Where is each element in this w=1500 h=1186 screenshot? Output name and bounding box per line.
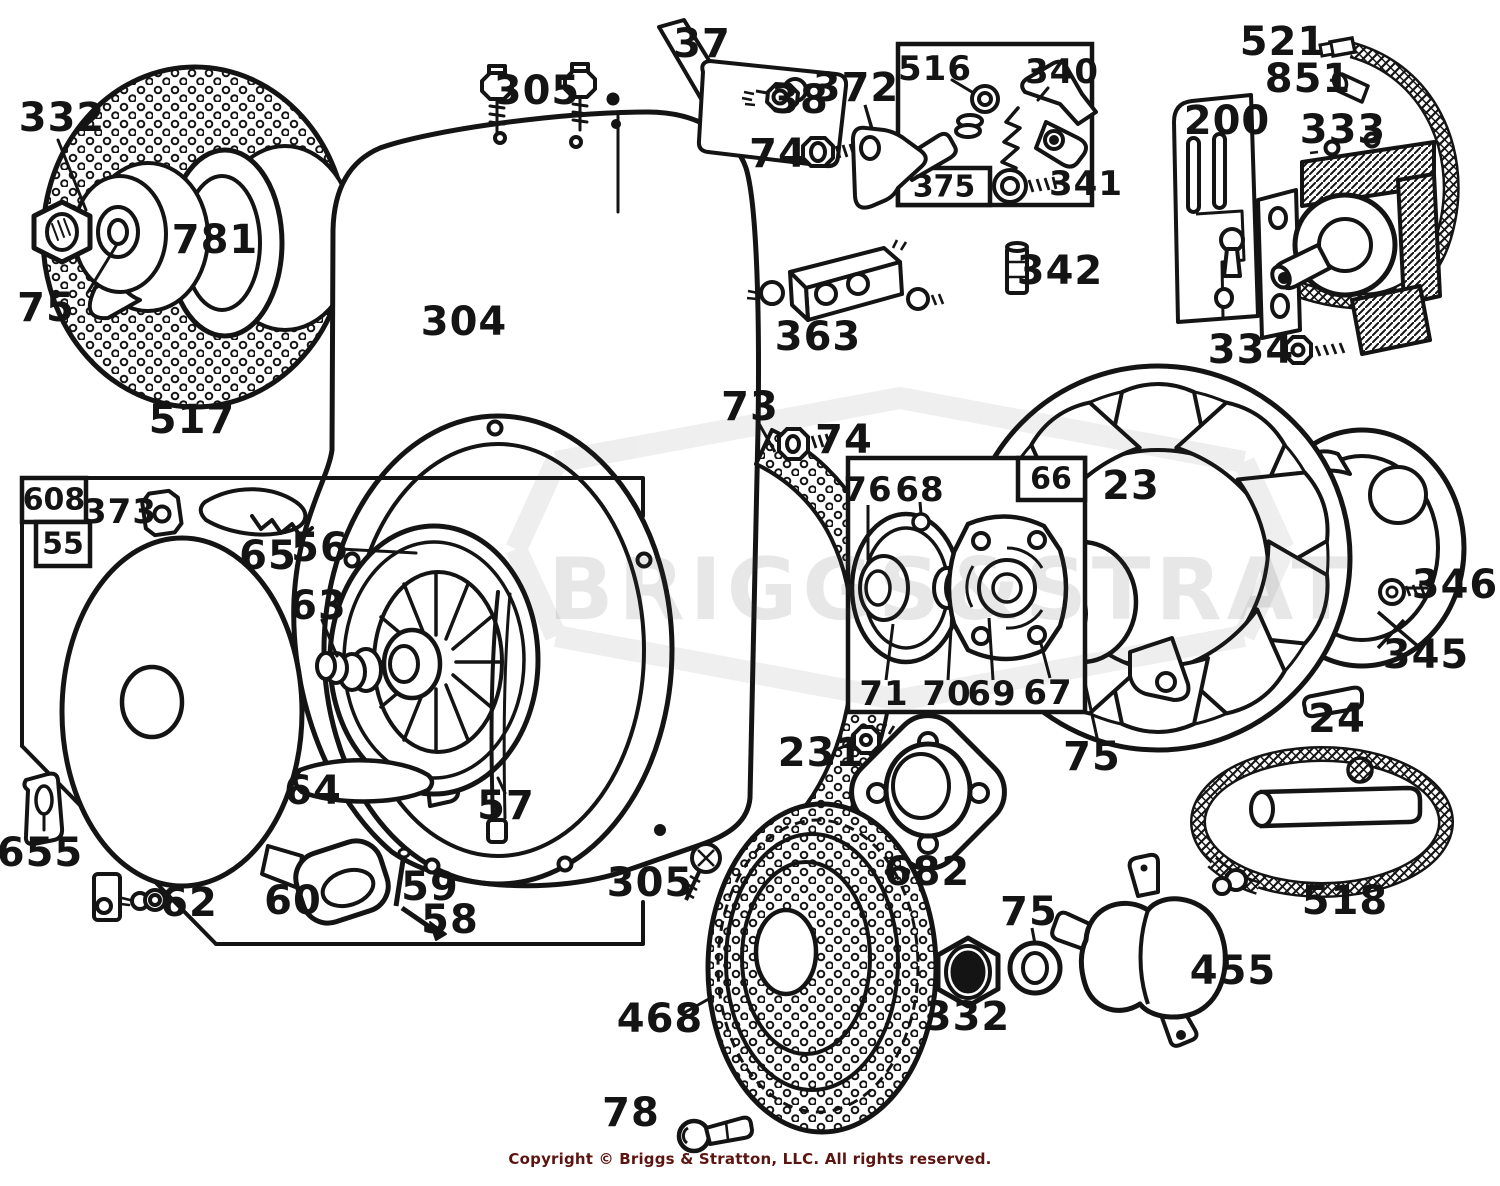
terminal-block-363 (746, 239, 945, 322)
governor-parts (950, 59, 1098, 184)
part-label-64: 64 (284, 768, 342, 814)
part-label-334: 334 (1207, 327, 1295, 373)
part-label-37: 37 (673, 21, 731, 67)
part-label-468: 468 (616, 996, 704, 1042)
cable-fitting-851 (1329, 71, 1370, 104)
part-label-231: 231 (777, 730, 865, 776)
part-label-608: 608 (22, 482, 86, 518)
rewind-pulley-56 (293, 523, 541, 804)
part-label-75-hub: 75 (1063, 734, 1121, 780)
part-label-66: 66 (1030, 461, 1072, 497)
copyright-line: Copyright © Briggs & Stratton, LLC. All … (508, 1150, 992, 1168)
part-label-56: 56 (291, 525, 349, 571)
clutch-group-label-box (1015, 455, 1088, 503)
rotating-screen-assembly (31, 64, 357, 410)
part-label-24: 24 (1308, 696, 1366, 742)
rewind-sub-label-box (33, 519, 93, 569)
ignition-coil-333 (1256, 131, 1442, 356)
part-label-76: 76 (843, 470, 893, 510)
part-label-332-screen-nut: 332 (18, 95, 106, 141)
clutch-parts (849, 501, 1069, 681)
part-label-372: 372 (812, 65, 900, 111)
part-label-74-governor: 74 (749, 131, 807, 177)
screen-bolt-74 (777, 427, 832, 461)
part-label-655: 655 (0, 830, 84, 876)
part-label-23: 23 (1102, 463, 1160, 509)
part-label-346: 346 (1411, 562, 1499, 608)
clutch-nut-332 (935, 935, 1001, 1009)
starter-clutch-455 (1050, 852, 1228, 1048)
part-label-342: 342 (1016, 248, 1104, 294)
part-label-78: 78 (602, 1090, 660, 1136)
part-label-60: 60 (264, 878, 322, 924)
part-label-341: 341 (1049, 164, 1123, 204)
part-label-332-nut: 332 (923, 994, 1011, 1040)
part-label-200: 200 (1183, 98, 1271, 144)
part-label-68: 68 (895, 470, 945, 510)
part-label-333: 333 (1299, 107, 1387, 153)
part-label-74-screen: 74 (815, 417, 873, 463)
screen-screw-305 (683, 842, 722, 901)
bearing-plate-682 (849, 713, 1007, 871)
part-label-71: 71 (859, 674, 909, 714)
housing-screws-305 (480, 62, 621, 134)
part-label-67: 67 (1023, 673, 1073, 713)
coil-screw-334 (1284, 335, 1346, 365)
governor-bolt-74 (801, 136, 863, 168)
part-label-851: 851 (1264, 56, 1352, 102)
cover-screw-231 (837, 723, 903, 755)
part-label-517: 517 (148, 397, 236, 443)
part-label-304: 304 (420, 299, 508, 345)
part-label-63: 63 (289, 583, 347, 629)
part-label-305-bottom: 305 (606, 860, 694, 906)
starter-rope-518 (1190, 746, 1454, 898)
part-label-518: 518 (1301, 878, 1389, 924)
flywheel-screen-468 (681, 801, 939, 1135)
part-label-455: 455 (1189, 948, 1277, 994)
clutch-washer-75 (1007, 927, 1063, 996)
part-label-38: 38 (771, 77, 829, 123)
part-label-59: 59 (401, 864, 459, 910)
screen-key-78 (676, 1115, 754, 1154)
part-label-516: 516 (898, 49, 972, 89)
part-label-345: 345 (1382, 632, 1470, 678)
part-label-70: 70 (922, 674, 972, 714)
part-label-305-top: 305 (493, 68, 581, 114)
part-label-62: 62 (160, 880, 218, 926)
part-label-69: 69 (967, 674, 1017, 714)
part-label-781: 781 (171, 217, 259, 263)
rewind-parts (22, 487, 314, 922)
rewind-group-label-box (19, 475, 89, 525)
governor-lever-372 (850, 104, 958, 210)
part-label-73: 73 (721, 384, 779, 430)
part-label-375: 375 (912, 169, 976, 205)
flywheel-key-24 (1302, 685, 1364, 719)
part-label-521: 521 (1239, 19, 1327, 65)
mounting-plate-200 (1172, 93, 1260, 324)
rope-guide-57 (486, 590, 512, 844)
part-label-65: 65 (239, 533, 297, 579)
part-label-75-washer: 75 (1000, 889, 1058, 935)
part-label-55: 55 (42, 526, 84, 562)
part-label-682: 682 (883, 849, 971, 895)
part-label-58: 58 (421, 897, 479, 943)
part-label-57: 57 (477, 783, 535, 829)
watermark-logo (506, 387, 1294, 711)
part-label-340: 340 (1025, 52, 1099, 92)
part-label-373: 373 (83, 492, 157, 532)
starter-handle-60 (260, 838, 447, 941)
part-label-363: 363 (774, 314, 862, 360)
part-label-75-cup-washer: 75 (17, 285, 75, 331)
link-bolt-341 (992, 168, 1058, 204)
fuse-link-342 (1005, 241, 1029, 295)
